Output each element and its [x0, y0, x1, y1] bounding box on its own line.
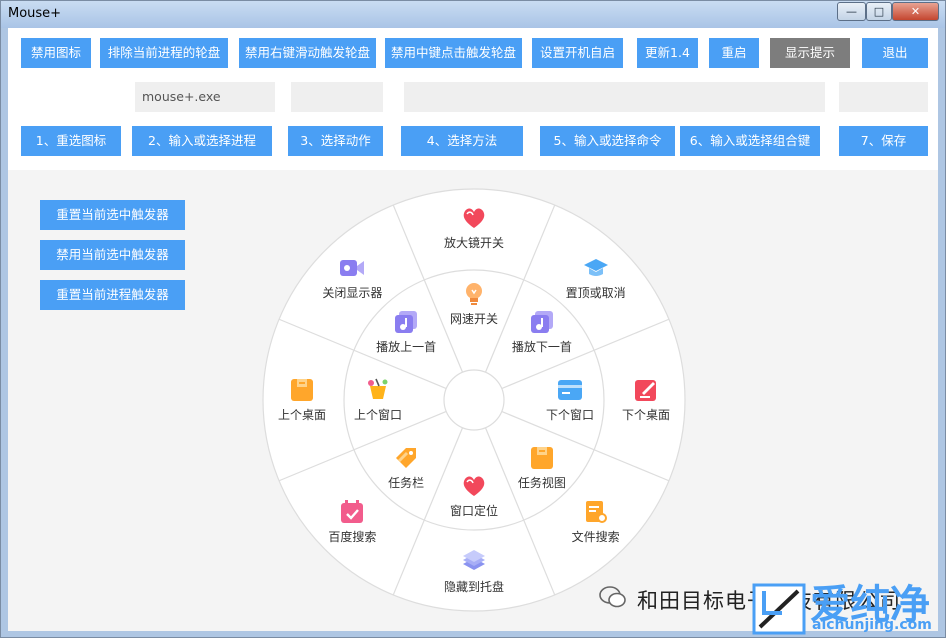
spoke [278, 318, 447, 390]
disable-right-drag-button[interactable]: 禁用右键滑动触发轮盘 [239, 38, 376, 68]
inner-label[interactable]: 任务视图 [517, 475, 566, 490]
autostart-button[interactable]: 设置开机自启 [532, 38, 623, 68]
spokes [278, 204, 670, 596]
watermark-url: aichunjing.com [812, 617, 932, 633]
tag-icon[interactable] [393, 445, 419, 471]
folder-icon[interactable] [289, 377, 315, 403]
heart-icon[interactable] [461, 205, 487, 231]
outer-label[interactable]: 上个桌面 [277, 408, 327, 422]
edit-icon[interactable] [633, 377, 659, 403]
disable-selected-trigger-button[interactable]: 禁用当前选中触发器 [40, 240, 185, 270]
title-bar[interactable]: Mouse+ — □ ✕ [1, 1, 945, 28]
action-input[interactable] [291, 82, 383, 112]
restart-button[interactable]: 重启 [709, 38, 759, 68]
folder-icon[interactable] [529, 445, 555, 471]
wheel-center[interactable] [443, 369, 505, 431]
step-command-button[interactable]: 5、输入或选择命令 [540, 126, 675, 156]
step-action-button[interactable]: 3、选择动作 [288, 126, 383, 156]
maximize-icon: □ [873, 5, 885, 18]
drink-icon[interactable] [365, 377, 391, 403]
window-title: Mouse+ [8, 6, 62, 21]
mouse-wheel [262, 188, 686, 612]
spoke [501, 410, 670, 482]
inner-label[interactable]: 窗口定位 [449, 504, 499, 518]
inner-label[interactable]: 上个窗口 [353, 408, 403, 422]
step-reselect-icon-button[interactable]: 1、重选图标 [21, 126, 121, 156]
show-tips-button[interactable]: 显示提示 [770, 38, 850, 68]
spoke [484, 204, 556, 373]
inner-label[interactable]: 播放上一首 [376, 340, 437, 355]
watermark-logo-text: 爱纯净 [810, 582, 930, 628]
minimize-icon: — [846, 5, 857, 18]
spoke [484, 427, 556, 596]
spoke [278, 410, 447, 482]
lightbulb-icon[interactable] [461, 281, 487, 307]
update-button[interactable]: 更新1.4 [637, 38, 698, 68]
spoke [392, 204, 464, 373]
music-icon[interactable] [529, 309, 555, 335]
music-icon[interactable] [393, 309, 419, 335]
heart-icon[interactable] [461, 473, 487, 499]
outer-label[interactable]: 置顶或取消 [565, 286, 626, 301]
step-hotkey-button[interactable]: 6、输入或选择组合键 [680, 126, 820, 156]
outer-label[interactable]: 百度搜索 [328, 529, 377, 544]
layers-icon[interactable] [461, 549, 487, 575]
window-card-icon[interactable] [557, 377, 583, 403]
maximize-button[interactable]: □ [866, 2, 892, 21]
spoke [392, 427, 464, 596]
disable-middle-click-button[interactable]: 禁用中键点击触发轮盘 [385, 38, 522, 68]
wechat-icon [599, 586, 626, 608]
file-search-icon[interactable] [583, 499, 609, 525]
step-save-button[interactable]: 7、保存 [839, 126, 928, 156]
close-button[interactable]: ✕ [892, 2, 939, 21]
minimize-button[interactable]: — [837, 2, 866, 21]
graduation-cap-icon[interactable] [583, 255, 609, 281]
inner-label[interactable]: 网速开关 [449, 312, 499, 326]
inner-label[interactable]: 任务栏 [388, 475, 425, 490]
hotkey-input[interactable] [839, 82, 928, 112]
outer-label[interactable]: 隐藏到托盘 [443, 580, 505, 594]
calendar-check-icon[interactable] [339, 499, 365, 525]
command-input[interactable] [404, 82, 825, 112]
reset-process-triggers-button[interactable]: 重置当前进程触发器 [40, 280, 185, 310]
step-method-button[interactable]: 4、选择方法 [401, 126, 523, 156]
step-process-button[interactable]: 2、输入或选择进程 [132, 126, 272, 156]
outer-label[interactable]: 关闭显示器 [322, 286, 383, 301]
client-area: 禁用图标 排除当前进程的轮盘 禁用右键滑动触发轮盘 禁用中键点击触发轮盘 设置开… [8, 28, 938, 631]
process-input[interactable]: mouse+.exe [135, 82, 275, 112]
video-camera-icon[interactable] [339, 255, 365, 281]
inner-label[interactable]: 下个窗口 [545, 408, 595, 422]
exit-button[interactable]: 退出 [862, 38, 928, 68]
exclude-process-button[interactable]: 排除当前进程的轮盘 [100, 38, 228, 68]
disable-icon-button[interactable]: 禁用图标 [21, 38, 91, 68]
reset-selected-trigger-button[interactable]: 重置当前选中触发器 [40, 200, 185, 230]
outer-label[interactable]: 下个桌面 [621, 408, 671, 422]
wheel-panel: 重置当前选中触发器 禁用当前选中触发器 重置当前进程触发器 放大镜开关置顶或取消… [8, 170, 938, 631]
aichunjing-logo [752, 583, 806, 635]
outer-label[interactable]: 文件搜索 [571, 529, 620, 544]
inner-label[interactable]: 播放下一首 [511, 340, 572, 355]
outer-label[interactable]: 放大镜开关 [443, 236, 505, 250]
spoke [501, 318, 670, 390]
close-icon: ✕ [910, 5, 921, 18]
